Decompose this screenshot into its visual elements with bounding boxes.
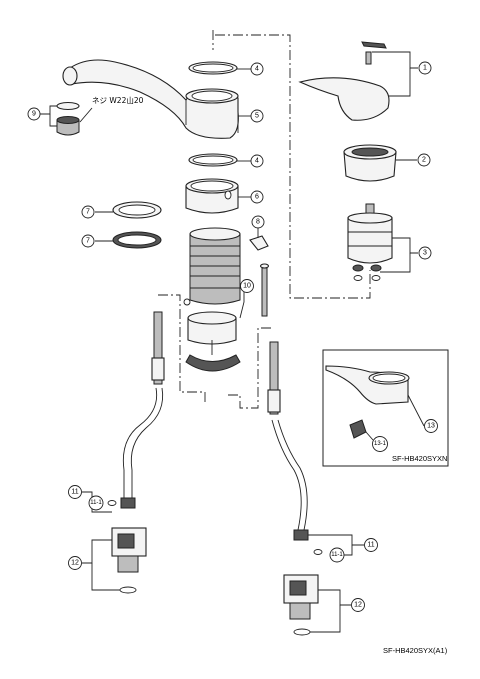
inset-model-label: SF-HB420SYXN [392,454,447,463]
callout-11-left-label: 11 [71,489,78,496]
callout-5-label: 5 [255,113,259,120]
callout-11-left: 11 [68,485,82,499]
callout-4-lower: 4 [250,154,264,168]
long-bolt [259,263,270,317]
callout-12-right: 12 [351,598,365,612]
callout-8-label: 8 [256,219,260,226]
handle-cap [343,144,397,182]
callout-11-right: 11 [364,538,378,552]
callout-7-upper: 7 [81,205,95,219]
right-supply-hose [267,341,323,636]
aerator-assembly [56,101,93,136]
callout-6: 6 [250,190,264,204]
callout-4-upper-label: 4 [255,66,259,73]
ring-lower [112,231,162,249]
callout-3-label: 3 [423,250,427,257]
callout-1-label: 1 [423,65,427,72]
callout-7-upper-label: 7 [86,209,90,216]
drawing-model-label: SF-HB420SYX(A1) [383,646,448,655]
callout-13-label: 13 [427,423,435,430]
callout-11-1-right: 11-1 [329,547,345,563]
callout-7-lower: 7 [81,234,95,248]
callout-8: 8 [251,215,265,229]
callout-13: 13 [424,419,438,433]
callout-4-upper: 4 [250,62,264,76]
callout-2: 2 [417,153,431,167]
callout-6-label: 6 [255,194,259,201]
cartridge [347,203,393,281]
callout-12-left: 12 [68,556,82,570]
callout-11-right-label: 11 [367,542,374,549]
ring-upper [112,201,162,219]
callout-13-1: 13-1 [372,436,388,452]
callout-1: 1 [418,61,432,75]
thread-spec-note: ネジ W22山20 [92,95,144,105]
callout-7-lower-label: 7 [86,238,90,245]
assembly-guide-lines [158,30,371,409]
o-ring-upper [188,61,238,75]
spout-body [62,59,239,139]
callout-10-label: 10 [243,283,251,290]
callout-13-1-label: 13-1 [374,441,387,447]
callout-9-label: 9 [32,111,36,118]
callout-4-lower-label: 4 [255,158,259,165]
callout-10: 10 [240,279,254,293]
callout-11-1-right-label: 11-1 [331,552,343,558]
o-ring-lower [188,153,238,167]
leader-lines [40,51,418,633]
lever-handle [298,41,390,121]
clip [249,235,269,251]
callout-12-left-label: 12 [71,560,79,567]
sleeve [185,178,239,214]
mounting-base [183,298,241,372]
left-supply-hose [107,311,165,594]
callout-3: 3 [418,246,432,260]
callout-2-label: 2 [422,157,426,164]
callout-5: 5 [250,109,264,123]
callout-9: 9 [27,107,41,121]
callout-12-right-label: 12 [354,602,362,609]
callout-11-1-left-label: 11-1 [90,500,102,506]
valve-housing [189,227,241,305]
callout-11-1-left: 11-1 [88,495,104,511]
